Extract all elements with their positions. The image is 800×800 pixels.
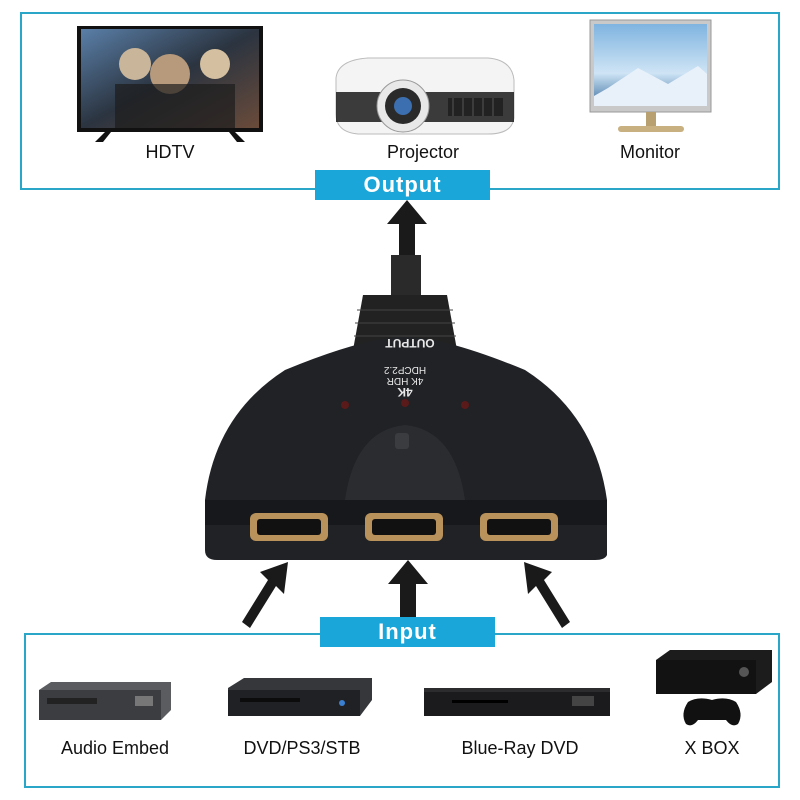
monitor-icon [588,18,713,138]
input-panel [24,633,780,788]
arrow-up-icon [388,560,428,620]
hdtv-label: HDTV [145,142,195,162]
arrow-up-left-icon [522,562,572,632]
xbox-icon [652,648,774,728]
xbox-label: X BOX [684,738,740,758]
tv-icon [75,24,265,149]
bluray-player-icon [422,684,612,720]
hdmi-switch [195,255,615,565]
switch-output-label: OUTPUT [385,336,435,350]
dvd-player-icon [222,676,377,722]
monitor-label: Monitor [619,142,681,162]
projector-icon [328,48,518,138]
audio-receiver-icon [35,680,175,722]
arrow-up-icon [387,200,427,262]
switch-spec-label: 4K 4K HDR HDCP2.2 [365,364,445,399]
dvd-ps3-stb-label: DVD/PS3/STB [243,738,361,758]
spec-line-1: 4K [397,385,413,399]
audio-embed-label: Audio Embed [60,738,170,758]
output-tag: Output [315,170,490,200]
spec-line-3: HDCP2.2 [383,364,427,375]
input-tag: Input [320,617,495,647]
spec-line-2: 4K HDR [386,375,424,386]
blu-ray-dvd-label: Blue-Ray DVD [461,738,579,758]
arrow-up-right-icon [240,562,290,632]
projector-label: Projector [386,142,460,162]
